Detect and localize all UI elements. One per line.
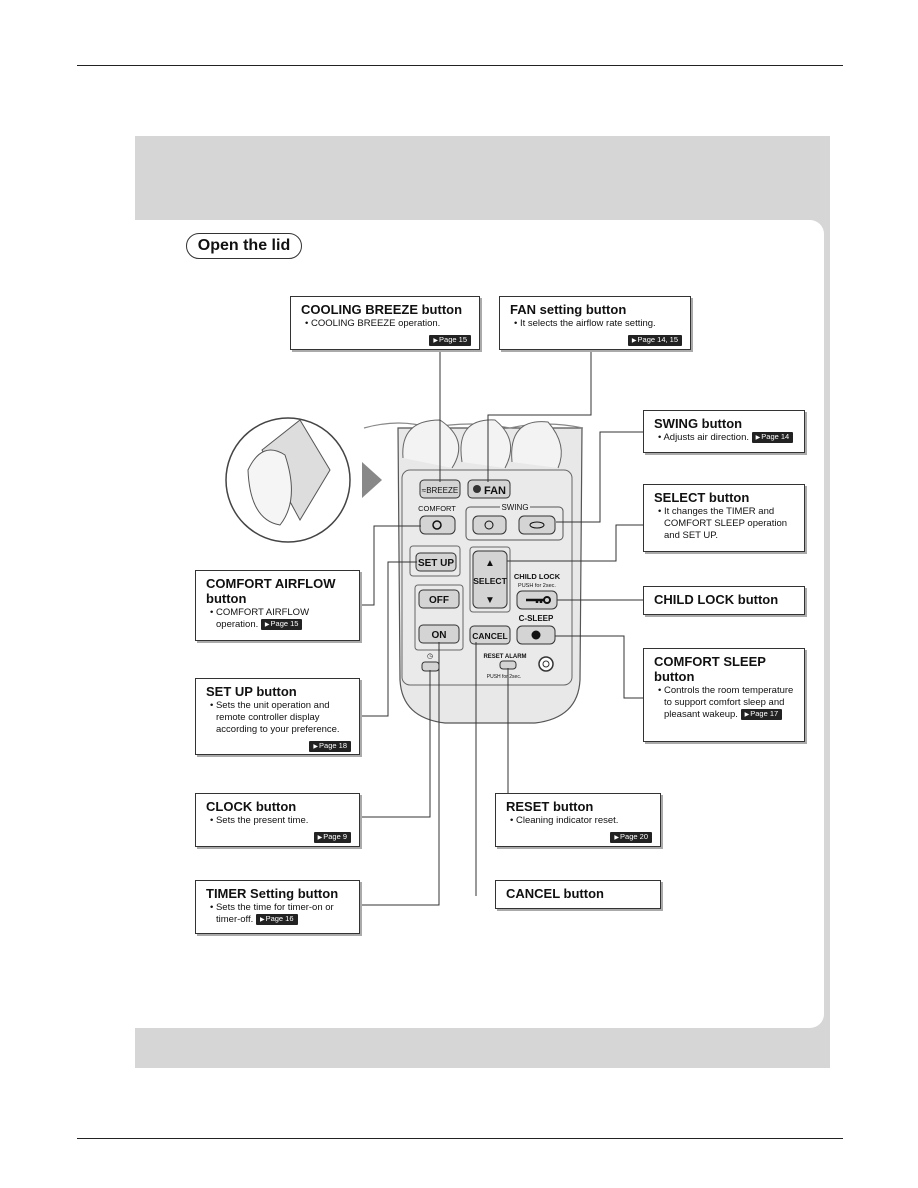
page-ref: Page 15 [429, 335, 471, 347]
leader-csleep [555, 635, 643, 699]
page-ref: Page 14 [751, 432, 794, 443]
cancel-label: CANCEL [472, 631, 507, 641]
fan-icon [473, 485, 481, 493]
moon-icon [531, 630, 541, 640]
fan-button[interactable] [467, 479, 511, 499]
reset-button[interactable] [499, 660, 517, 670]
hand-icon [225, 417, 351, 543]
select-up-icon: ▲ [485, 558, 495, 569]
bottom-rule [77, 1138, 843, 1139]
leader-clock [360, 670, 431, 818]
swing-vertical-icon [484, 520, 494, 530]
page-ref: Page 18 [309, 741, 351, 753]
callout-timer: TIMER Setting button Sets the time for t… [195, 880, 360, 934]
leader-swing [556, 431, 643, 523]
callout-comfort-sleep: COMFORT SLEEP button Controls the room t… [643, 648, 805, 742]
callout-setup: SET UP button Sets the unit operation an… [195, 678, 360, 755]
arrow-right-icon [362, 462, 382, 498]
page-ref: Page 9 [313, 832, 351, 844]
swing-horizontal-button[interactable] [518, 515, 556, 535]
sensor-icon [538, 656, 554, 672]
comfort-button[interactable] [419, 515, 456, 535]
on-label: ON [432, 630, 447, 641]
reset-sub: PUSH for 2sec. [487, 674, 521, 680]
cancel-button[interactable] [469, 625, 511, 645]
callout-child-lock: CHILD LOCK button [643, 586, 805, 615]
fan-label: FAN [484, 485, 506, 497]
comfort-label: COMFORT [418, 504, 456, 513]
callout-cooling-breeze: COOLING BREEZE button COOLING BREEZE ope… [290, 296, 480, 350]
callout-comfort-airflow: COMFORT AIRFLOW button COMFORT AIRFLOW o… [195, 570, 360, 641]
callout-fan: FAN setting button It selects the airflo… [499, 296, 691, 350]
callout-clock: CLOCK button Sets the present time. Page… [195, 793, 360, 847]
child-lock-label: CHILD LOCK [514, 572, 561, 581]
page-ref: Page 15 [260, 619, 303, 630]
leader-comfort [360, 525, 421, 606]
page-ref: Page 17 [740, 709, 783, 720]
leader-timer [360, 642, 440, 906]
clock-icon: ◷ [427, 653, 433, 660]
leader-select [507, 524, 643, 562]
callout-select: SELECT button It changes the TIMER and C… [643, 484, 805, 552]
open-lid-label: Open the lid [186, 233, 302, 259]
leader-fan [487, 350, 592, 482]
page-ref: Page 16 [255, 914, 298, 925]
callout-cancel: CANCEL button [495, 880, 661, 909]
csleep-label: C-SLEEP [519, 614, 554, 623]
key-icon [526, 598, 544, 603]
callout-swing: SWING button Adjusts air direction. Page… [643, 410, 805, 453]
leader-setup [360, 561, 417, 717]
clock-button[interactable] [421, 661, 440, 672]
off-button[interactable] [418, 589, 460, 609]
off-label: OFF [429, 595, 449, 606]
child-lock-sub: PUSH for 2sec. [518, 583, 556, 589]
page-ref: Page 14, 15 [627, 335, 682, 347]
setup-label: SET UP [418, 558, 454, 569]
swing-label: SWING [501, 503, 528, 512]
top-rule [77, 65, 843, 66]
page-ref: Page 20 [610, 832, 652, 844]
reset-alarm-label: RESET ALARM [483, 654, 526, 660]
breeze-label: ≈BREEZE [422, 486, 458, 495]
callout-reset: RESET button Cleaning indicator reset. P… [495, 793, 661, 847]
swing-vertical-button[interactable] [472, 515, 507, 535]
select-label: SELECT [473, 576, 507, 586]
select-down-icon: ▼ [485, 595, 495, 606]
comfort-icon [432, 520, 442, 530]
swing-horizontal-icon [529, 521, 545, 529]
select-button[interactable] [472, 550, 508, 609]
